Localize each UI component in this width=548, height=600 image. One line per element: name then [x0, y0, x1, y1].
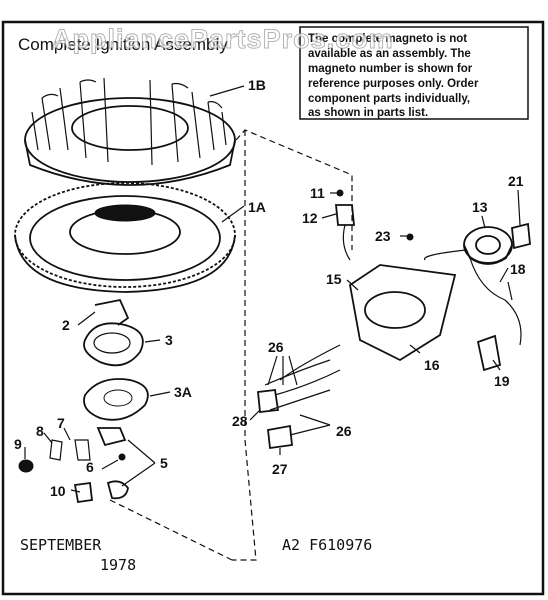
part-label: 15 — [326, 271, 342, 287]
part-label: 2 — [62, 317, 70, 333]
gasket — [83, 322, 144, 367]
part-label: 5 — [160, 455, 168, 471]
part-label: 11 — [310, 185, 325, 201]
diagram-title: Complete Ignition Assembly — [18, 35, 228, 54]
leader-lines — [24, 85, 521, 493]
part-label: 23 — [375, 228, 391, 244]
part-label: 26 — [336, 423, 352, 439]
terminal-clip — [511, 222, 531, 250]
part-label: 16 — [424, 357, 440, 373]
part-label: 1B — [248, 77, 266, 93]
note-line: available as an assembly. The — [308, 48, 471, 60]
part-label: 18 — [510, 261, 526, 277]
wiring-harness — [257, 359, 341, 450]
part-label: 19 — [494, 373, 510, 389]
part-label: 28 — [232, 413, 248, 429]
part-label: 6 — [86, 459, 94, 475]
part-label: 7 — [57, 415, 65, 431]
part-label: 3A — [174, 384, 192, 400]
watermark: AppliancePartsPros.com — [52, 24, 394, 54]
screw — [406, 233, 414, 241]
spring-clip — [94, 298, 130, 326]
part-label: 10 — [50, 483, 66, 499]
diagram-frame — [1, 20, 545, 596]
spark-plug-boot — [476, 334, 502, 372]
footer-model: A2 F610976 — [282, 536, 372, 554]
note-line: reference purposes only. Order — [308, 78, 479, 90]
note-line: component parts individually, — [308, 93, 470, 105]
part-label: 3 — [165, 332, 173, 348]
condenser — [335, 189, 355, 261]
footer-date-month: SEPTEMBER — [20, 536, 102, 554]
group-boundary — [232, 129, 353, 561]
note-box: The complete magneto is not available as… — [299, 26, 529, 120]
breaker-plate — [83, 378, 149, 421]
flywheel-fan — [24, 77, 236, 186]
note-line: magneto number is shown for — [308, 63, 473, 75]
ignition-coil — [423, 226, 522, 346]
part-label: 26 — [268, 339, 284, 355]
note-line: as shown in parts list. — [308, 107, 428, 119]
points-hardware — [18, 427, 129, 504]
part-label: 1A — [248, 199, 266, 215]
note-line: The complete magneto is not — [308, 33, 467, 45]
stator-plate — [279, 264, 457, 381]
flywheel — [14, 182, 236, 293]
part-label: 8 — [36, 423, 44, 439]
part-label: 13 — [472, 199, 488, 215]
footer-date-year: 1978 — [100, 556, 136, 574]
part-label: 12 — [302, 210, 318, 226]
part-label: 9 — [14, 436, 22, 452]
part-label: 21 — [508, 173, 524, 189]
part-label: 27 — [272, 461, 288, 477]
